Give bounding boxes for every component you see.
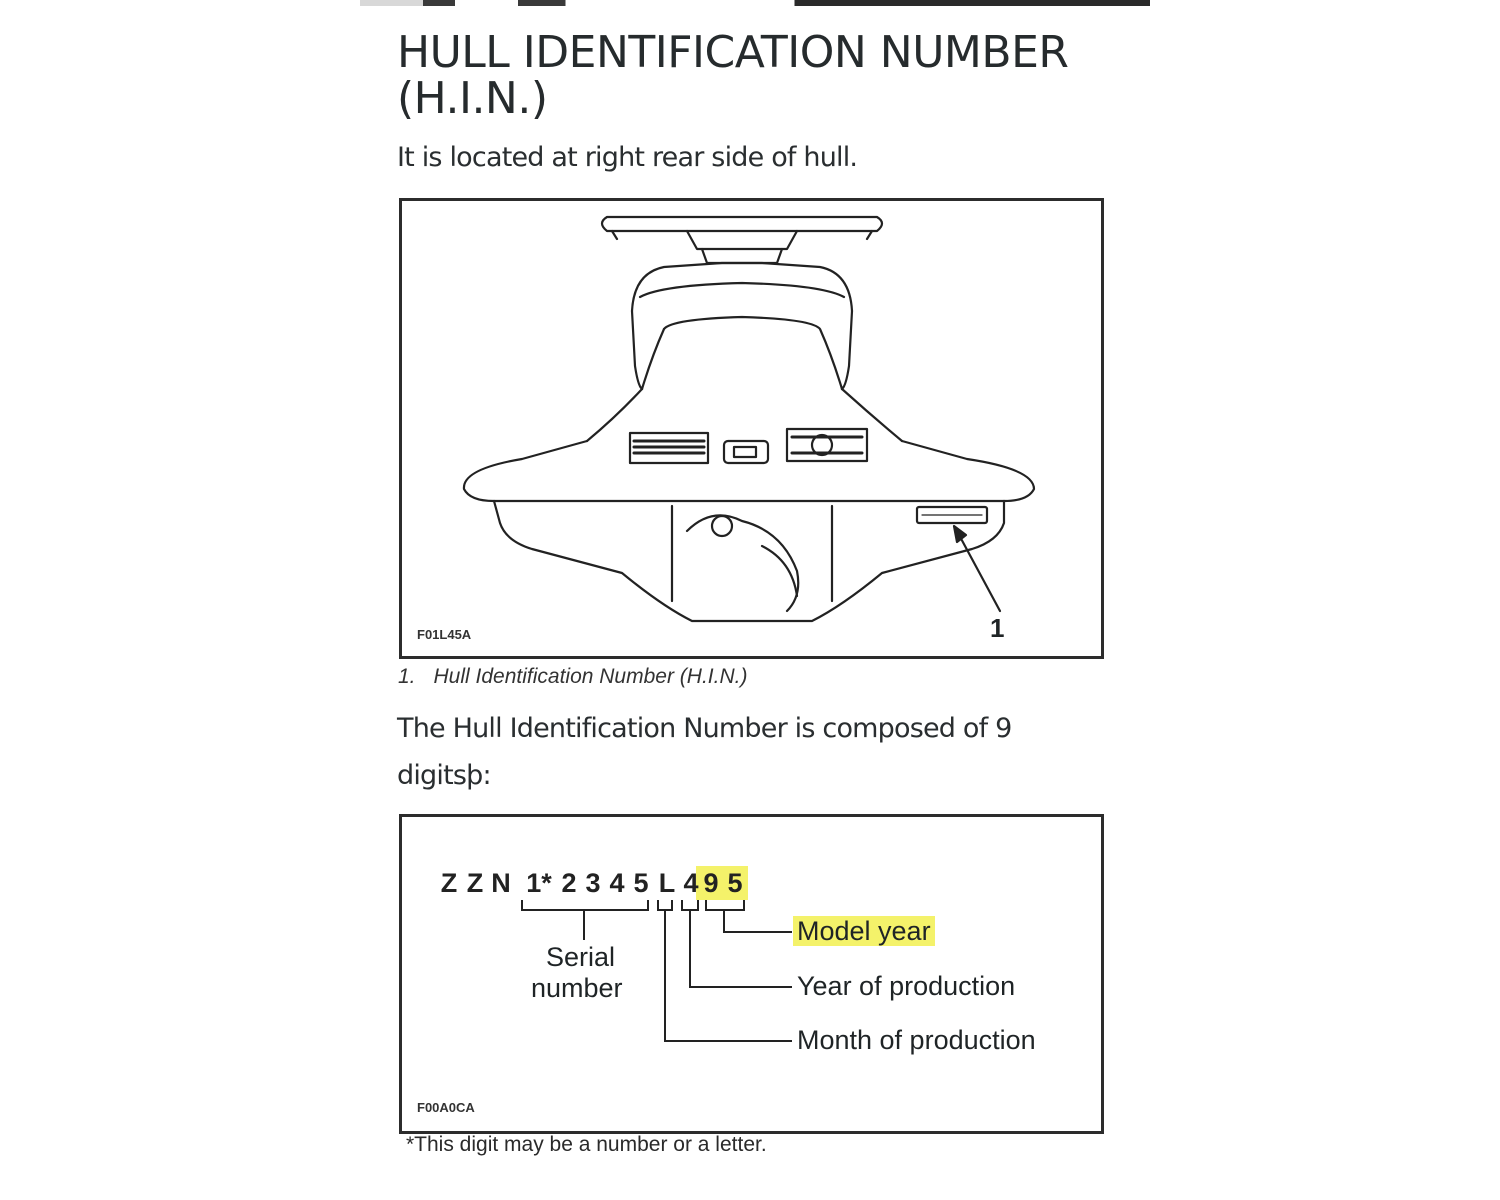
composition-text-line1: The Hull Identification Number is compos… xyxy=(397,713,1012,744)
hin-character: Z xyxy=(466,868,484,898)
hin-character: Z xyxy=(440,868,458,898)
month-of-production-label: Month of production xyxy=(797,1025,1036,1055)
figure-code: F01L45A xyxy=(417,627,472,642)
year-of-production-label: Year of production xyxy=(797,971,1016,1001)
header-rule xyxy=(360,0,1150,6)
callout-number: 1 xyxy=(990,613,1005,643)
serial-number-label-line1: Serial xyxy=(546,942,616,972)
watercraft-figure: 1 F01L45A xyxy=(399,198,1104,659)
hin-character: 2 xyxy=(561,868,577,898)
footnote: *This digit may be a number or a letter. xyxy=(406,1133,767,1156)
serial-number-label-line2: number xyxy=(531,973,623,1003)
hin-character: 9 xyxy=(703,868,719,898)
model-year-highlight xyxy=(696,866,748,900)
page-title: HULL IDENTIFICATION NUMBER (H.I.N.) xyxy=(397,27,1069,124)
hin-character: L xyxy=(658,868,676,898)
figure-code: F00A0CA xyxy=(417,1100,475,1115)
hin-character: 5 xyxy=(727,868,743,898)
hin-character: 5 xyxy=(633,868,649,898)
hin-character: 4 xyxy=(683,868,699,898)
location-text: It is located at right rear side of hull… xyxy=(397,142,858,173)
hin-character: 3 xyxy=(585,868,601,898)
hin-diagram-figure: F00A0CA xyxy=(399,814,1104,1134)
watercraft-rear-illustration xyxy=(462,215,1036,623)
hin-character: 4 xyxy=(609,868,625,898)
model-year-label: Model year xyxy=(793,916,935,947)
figure-caption: 1. Hull Identification Number (H.I.N.) xyxy=(398,665,747,689)
caption-text: Hull Identification Number (H.I.N.) xyxy=(433,665,748,688)
hin-character: N xyxy=(491,868,511,898)
caption-number: 1. xyxy=(398,665,416,688)
composition-text-line2: digitsþ: xyxy=(397,760,492,791)
hin-character: 1* xyxy=(526,868,552,898)
